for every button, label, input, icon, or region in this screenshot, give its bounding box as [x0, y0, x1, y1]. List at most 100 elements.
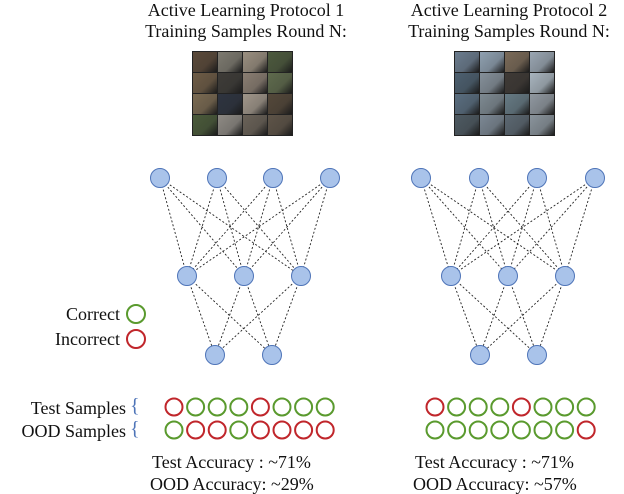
protocol1-sample-thumbnail: [243, 52, 267, 72]
protocol2-sample-thumbnail: [455, 52, 479, 72]
protocol1-sample-thumbnail: [218, 73, 242, 93]
protocol2-node-l2-0: [470, 345, 490, 365]
protocol2-test-outcome-2: [468, 397, 488, 417]
protocol1-node-l2-1: [262, 345, 282, 365]
protocol1-ood-outcome-7: [315, 420, 335, 440]
protocol1-sample-thumbnail: [193, 94, 217, 114]
protocol2-ood-outcome-3: [490, 420, 510, 440]
protocol2-title: Active Learning Protocol 2: [410, 0, 608, 20]
protocol1-edge-l1-2-0: [214, 275, 302, 356]
protocol2-edge-l1-1-0: [479, 275, 509, 356]
protocol1-edge-l1-1-0: [214, 275, 245, 356]
protocol2-sample-thumbnail: [530, 52, 554, 72]
protocol2-edge-l0-0-0: [420, 177, 452, 277]
protocol1-edge-l1-2-1: [271, 275, 302, 356]
protocol2-edge-l1-0-1: [450, 275, 538, 356]
protocol1-sample-thumbnail: [268, 94, 292, 114]
protocol1-ood-outcome-5: [272, 420, 292, 440]
protocol1-sample-thumbnail: [268, 115, 292, 135]
protocol2-sample-thumbnail: [480, 94, 504, 114]
protocol1-edge-l0-0-1: [159, 177, 245, 277]
protocol1-node-l0-0: [150, 168, 170, 188]
protocol2-sample-grid: [454, 51, 555, 136]
protocol2-ood-outcome-0: [425, 420, 445, 440]
protocol1-test-outcome-0: [164, 397, 184, 417]
ood-samples-brace: {: [130, 418, 140, 440]
protocol2-edge-l0-2-1: [507, 177, 538, 277]
protocol1-edge-l0-1-2: [216, 177, 302, 277]
outcome-circles: [164, 397, 596, 440]
protocol1-test-outcome-6: [294, 397, 314, 417]
protocol1-sample-thumbnail: [218, 52, 242, 72]
legend-incorrect-label: Incorrect: [55, 329, 120, 349]
protocol2-edge-l1-2-1: [536, 275, 566, 356]
protocol1-sample-thumbnail: [243, 73, 267, 93]
protocol1-node-l0-2: [263, 168, 283, 188]
protocol2-ood-outcome-2: [468, 420, 488, 440]
protocol2-subtitle: Training Samples Round N:: [408, 21, 610, 41]
protocol2-test-outcome-7: [576, 397, 596, 417]
protocol2-node-l0-0: [411, 168, 431, 188]
protocol1-edge-l0-3-0: [186, 177, 331, 277]
protocol2-test-outcome-1: [447, 397, 467, 417]
protocol2-edge-l1-2-0: [479, 275, 566, 356]
protocol1-sample-thumbnail: [268, 73, 292, 93]
protocol2-edge-l0-3-1: [507, 177, 596, 277]
protocol2-sample-thumbnail: [530, 115, 554, 135]
protocol1-test-outcome-5: [272, 397, 292, 417]
protocol2-test-accuracy: Test Accuracy : ~71%: [415, 452, 574, 472]
protocol1-ood-accuracy: OOD Accuracy: ~29%: [150, 474, 314, 494]
ood-samples-label: OOD Samples: [21, 421, 127, 441]
protocol1-title: Active Learning Protocol 1: [147, 0, 345, 20]
protocol1-sample-thumbnail: [218, 94, 242, 114]
protocol1-subtitle: Training Samples Round N:: [145, 21, 347, 41]
protocol2-edge-l0-0-1: [420, 177, 509, 277]
protocol1-edge-l0-1-1: [216, 177, 245, 277]
protocol1-edge-l0-0-0: [159, 177, 188, 277]
protocol2-edge-l0-2-2: [536, 177, 566, 277]
legend-correct-label: Correct: [66, 304, 120, 324]
protocol1-edge-l1-1-1: [243, 275, 273, 356]
protocol2-edge-l0-1-2: [478, 177, 566, 277]
protocol2-node-l1-2: [555, 266, 575, 286]
protocol1-node-l0-1: [207, 168, 227, 188]
protocol2-node-l1-0: [441, 266, 461, 286]
protocol2-edge-l0-2-0: [450, 177, 538, 277]
protocol1-edge-l0-1-0: [186, 177, 218, 277]
protocol2-test-outcome-3: [490, 397, 510, 417]
protocol2-test-outcome-4: [511, 397, 531, 417]
protocol1-test-outcome-7: [315, 397, 335, 417]
protocol1-test-outcome-3: [229, 397, 249, 417]
protocol2-edge-l0-0-2: [420, 177, 566, 277]
protocol2-edge-l1-0-0: [450, 275, 481, 356]
protocol1-test-accuracy: Test Accuracy : ~71%: [152, 452, 311, 472]
protocol2-ood-outcome-5: [533, 420, 553, 440]
protocol1-node-l1-1: [234, 266, 254, 286]
protocol1-node-l1-2: [291, 266, 311, 286]
protocol1-edge-l0-3-1: [243, 177, 331, 277]
protocol2-sample-thumbnail: [505, 52, 529, 72]
protocol1-sample-thumbnail: [193, 115, 217, 135]
network-nodes: [150, 168, 605, 365]
protocol2-edge-l0-1-0: [450, 177, 480, 277]
protocol2-edge-l0-1-1: [478, 177, 509, 277]
protocol1-test-outcome-4: [250, 397, 270, 417]
legend-correct-circle: [126, 304, 146, 324]
protocol2-sample-thumbnail: [455, 115, 479, 135]
protocol1-edge-l0-2-2: [272, 177, 302, 277]
protocol2-sample-thumbnail: [480, 52, 504, 72]
protocol2-edge-l0-3-0: [450, 177, 596, 277]
protocol1-ood-outcome-2: [207, 420, 227, 440]
protocol1-ood-outcome-3: [229, 420, 249, 440]
protocol2-sample-thumbnail: [530, 94, 554, 114]
protocol1-edge-l0-3-2: [300, 177, 331, 277]
protocol1-node-l2-0: [205, 345, 225, 365]
protocol1-edge-l0-2-0: [186, 177, 274, 277]
protocol2-edge-l0-3-2: [564, 177, 596, 277]
protocol2-node-l0-2: [527, 168, 547, 188]
protocol1-test-outcome-1: [186, 397, 206, 417]
protocol2-node-l0-1: [469, 168, 489, 188]
protocol1-ood-outcome-0: [164, 420, 184, 440]
protocol2-sample-thumbnail: [530, 73, 554, 93]
